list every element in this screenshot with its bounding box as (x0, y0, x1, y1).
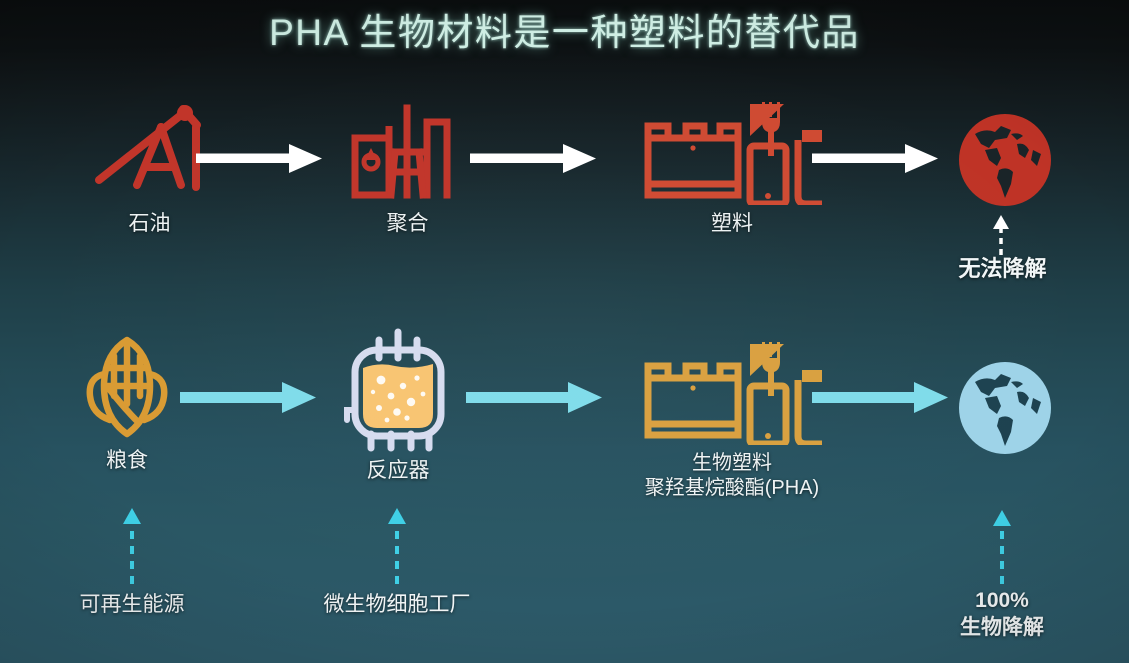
node-reactor: 反应器 (308, 322, 488, 484)
node-earth-fossil (930, 110, 1080, 210)
caption-biodegradable-percent: 100% (975, 589, 1029, 612)
node-oil-label: 石油 (128, 212, 171, 235)
node-bioplastic-label-line1: 生物塑料 (692, 452, 772, 474)
refinery-icon (310, 95, 505, 205)
globe-icon (930, 358, 1080, 458)
node-bioplastic: 生物塑料 聚羟基烷酸酯(PHA) (634, 340, 830, 501)
node-bioplastic-label-line2: 聚羟基烷酸酯(PHA) (644, 477, 820, 500)
caption-nondegradable: 无法降解 (958, 256, 1047, 281)
arrow-oil-to-polymer (196, 139, 326, 184)
caption-renewable: 可再生能源 (79, 593, 185, 616)
node-grain-label: 粮食 (106, 449, 148, 472)
node-plastic: 塑料 (634, 95, 830, 237)
callout-arrow-renewable (119, 506, 145, 589)
node-earth-bio (930, 358, 1080, 458)
node-polymerization-label: 聚合 (386, 212, 429, 235)
caption-cellfactory: 微生物细胞工厂 (323, 593, 471, 616)
arrow-polymer-to-plastic (470, 139, 600, 184)
oil-pumpjack-icon (52, 95, 247, 205)
node-oil: 石油 (52, 95, 247, 237)
bioreactor-icon (308, 322, 488, 452)
node-grain: 粮食 (52, 332, 202, 474)
globe-icon (930, 110, 1080, 210)
arrow-grain-to-reactor (180, 378, 320, 423)
callout-arrow-biodegradable (989, 508, 1015, 589)
arrow-reactor-to-bioplastic (466, 378, 606, 423)
node-polymerization: 聚合 (310, 95, 505, 237)
node-reactor-label: 反应器 (366, 459, 430, 482)
arrow-bioplastic-to-earth (812, 378, 952, 423)
plastic-goods-icon (634, 95, 830, 205)
corn-icon (52, 332, 202, 442)
page-title: PHA 生物材料是一种塑料的替代品 (269, 12, 860, 53)
bioplastic-goods-icon (634, 340, 830, 445)
caption-biodegradable-text: 生物降解 (960, 616, 1044, 639)
node-plastic-label: 塑料 (711, 212, 753, 235)
callout-arrow-nondegradable (988, 213, 1014, 260)
callout-arrow-cellfactory (384, 506, 410, 589)
arrow-plastic-to-earth (812, 139, 942, 184)
